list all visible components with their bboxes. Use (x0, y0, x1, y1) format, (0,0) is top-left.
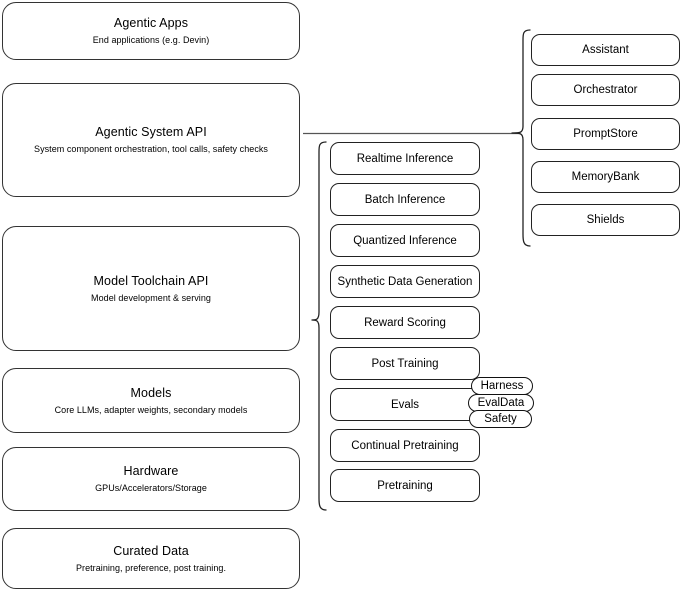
toolchain-item-evals[interactable]: Evals (330, 388, 480, 421)
toolchain-item-pretraining[interactable]: Pretraining (330, 469, 480, 502)
system-item-assistant[interactable]: Assistant (531, 34, 680, 66)
stack-layer-subtitle: GPUs/Accelerators/Storage (95, 483, 207, 493)
stack-layer-hardware[interactable]: Hardware GPUs/Accelerators/Storage (2, 447, 300, 511)
stack-layer-title: Model Toolchain API (93, 273, 209, 288)
eval-pill-label: EvalData (477, 396, 525, 409)
stack-layer-model-toolchain-api[interactable]: Model Toolchain API Model development & … (2, 226, 300, 351)
toolchain-item-realtime-inference[interactable]: Realtime Inference (330, 142, 480, 175)
stack-layer-subtitle: Core LLMs, adapter weights, secondary mo… (54, 404, 248, 415)
system-item-shields[interactable]: Shields (531, 204, 680, 236)
stack-layer-curated-data[interactable]: Curated Data Pretraining, preference, po… (2, 528, 300, 589)
toolchain-item-reward-scoring[interactable]: Reward Scoring (330, 306, 480, 339)
toolchain-item-label: Batch Inference (364, 193, 446, 206)
toolchain-item-label: Pretraining (377, 479, 433, 492)
stack-layer-agentic-system-api[interactable]: Agentic System API System component orch… (2, 83, 300, 197)
system-item-orchestrator[interactable]: Orchestrator (531, 74, 680, 106)
toolchain-item-label: Synthetic Data Generation (337, 275, 473, 288)
toolchain-item-label: Realtime Inference (356, 152, 454, 165)
connector-toolchain-brace (311, 141, 327, 511)
stack-layer-agentic-apps[interactable]: Agentic Apps End applications (e.g. Devi… (2, 2, 300, 60)
eval-pill-harness[interactable]: Harness (471, 377, 533, 395)
stack-layer-title: Models (130, 385, 172, 400)
toolchain-item-continual-pretraining[interactable]: Continual Pretraining (330, 429, 480, 462)
system-item-label: Shields (586, 214, 625, 226)
eval-pill-label: Harness (480, 379, 524, 392)
eval-pill-label: Safety (484, 412, 517, 425)
stack-layer-title: Agentic System API (95, 125, 207, 139)
system-item-memorybank[interactable]: MemoryBank (531, 161, 680, 193)
system-item-label: Orchestrator (573, 84, 638, 96)
toolchain-item-label: Post Training (371, 357, 439, 370)
system-item-label: Assistant (582, 44, 629, 56)
toolchain-item-label: Reward Scoring (364, 316, 446, 329)
stack-layer-subtitle: Model development & serving (91, 292, 211, 303)
toolchain-item-label: Quantized Inference (353, 234, 457, 247)
toolchain-item-post-training[interactable]: Post Training (330, 347, 480, 380)
stack-layer-subtitle: End applications (e.g. Devin) (92, 35, 210, 45)
stack-layer-subtitle: System component orchestration, tool cal… (34, 144, 268, 154)
eval-pill-safety[interactable]: Safety (469, 410, 532, 428)
stack-layer-models[interactable]: Models Core LLMs, adapter weights, secon… (2, 368, 300, 433)
stack-layer-title: Curated Data (113, 543, 189, 558)
toolchain-item-batch-inference[interactable]: Batch Inference (330, 183, 480, 216)
toolchain-item-quantized-inference[interactable]: Quantized Inference (330, 224, 480, 257)
stack-layer-subtitle: Pretraining, preference, post training. (75, 562, 227, 573)
toolchain-item-label: Continual Pretraining (351, 439, 459, 452)
stack-layer-title: Hardware (123, 464, 179, 478)
system-item-label: PromptStore (573, 128, 638, 140)
system-item-label: MemoryBank (571, 171, 640, 183)
system-item-promptstore[interactable]: PromptStore (531, 118, 680, 150)
toolchain-item-synthetic-data-generation[interactable]: Synthetic Data Generation (330, 265, 480, 298)
stack-layer-title: Agentic Apps (113, 16, 189, 30)
toolchain-item-label: Evals (390, 398, 420, 411)
